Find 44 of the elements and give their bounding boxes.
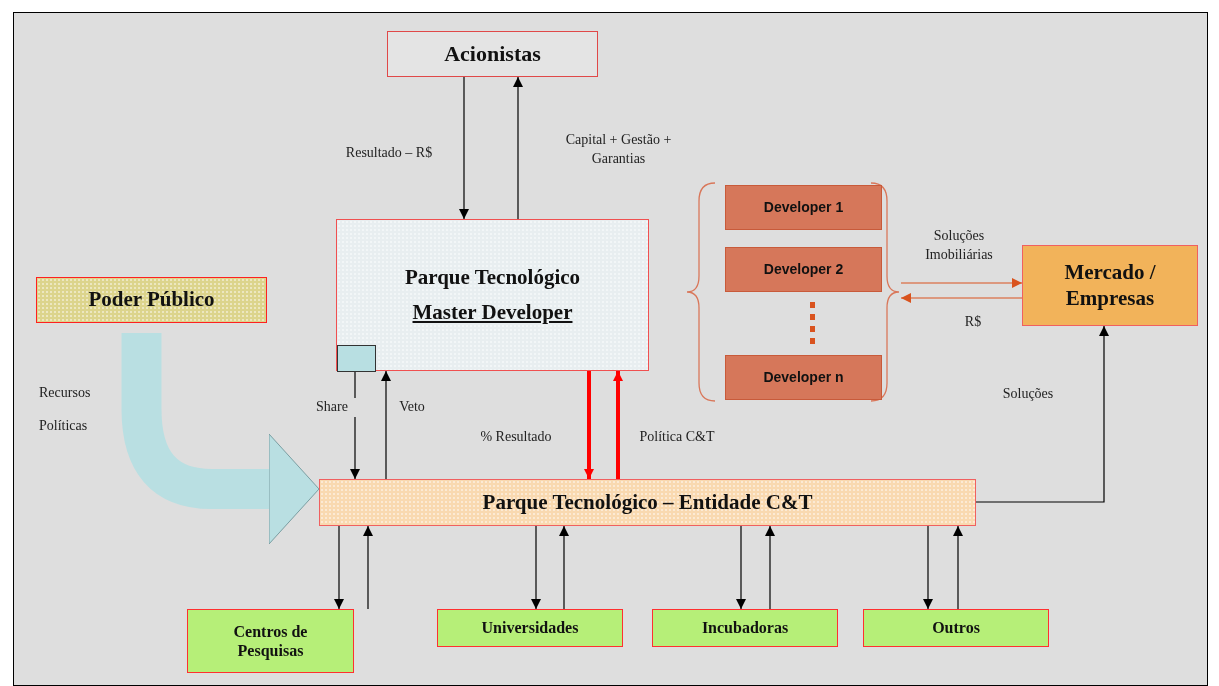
box-title: Parque Tecnológico xyxy=(403,264,582,290)
arrow xyxy=(513,76,523,220)
market-box xyxy=(1022,245,1198,326)
block-arrow xyxy=(121,333,320,545)
arrow xyxy=(736,525,746,610)
arrow xyxy=(559,525,569,610)
arrow xyxy=(459,76,469,220)
arrow xyxy=(923,525,933,610)
developer-box xyxy=(725,185,882,230)
developer-group-brace xyxy=(685,181,901,403)
arrow xyxy=(975,325,1109,503)
arrow xyxy=(363,525,373,610)
partner-box xyxy=(652,609,838,647)
arrow xyxy=(381,370,391,480)
box-subtitle: Master Developer xyxy=(411,300,574,326)
box-label: Acionistas xyxy=(443,40,542,68)
box-label: Developer 2 xyxy=(762,261,845,278)
arrow xyxy=(584,371,594,479)
partner-box xyxy=(437,609,623,647)
box-label: Mercado / Empresas xyxy=(1063,260,1157,311)
developer-box xyxy=(725,247,882,292)
arrow xyxy=(613,371,623,479)
share-box xyxy=(337,345,376,372)
box-label: Universidades xyxy=(480,618,580,638)
box-label: Poder Público xyxy=(87,287,216,313)
arrow xyxy=(900,293,1023,303)
box-label: Developer n xyxy=(762,369,845,386)
partner-box xyxy=(187,609,354,673)
stakeholder-box xyxy=(387,31,598,77)
arrow xyxy=(765,525,775,610)
box-label: Parque Tecnológico – Entidade C&T xyxy=(481,489,814,516)
public-power-box xyxy=(36,277,267,323)
entity-bar xyxy=(319,479,976,526)
arrow xyxy=(900,278,1023,288)
arrow xyxy=(531,525,541,610)
box-label: Outros xyxy=(931,618,981,638)
arrow xyxy=(953,525,963,610)
master-developer-box xyxy=(336,219,649,371)
arrow xyxy=(334,525,344,610)
box-label: Incubadoras xyxy=(700,618,790,638)
partner-box xyxy=(863,609,1049,647)
box-label: Developer 1 xyxy=(762,199,845,216)
box-label: Centros de Pesquisas xyxy=(232,621,309,661)
developer-box xyxy=(725,355,882,400)
